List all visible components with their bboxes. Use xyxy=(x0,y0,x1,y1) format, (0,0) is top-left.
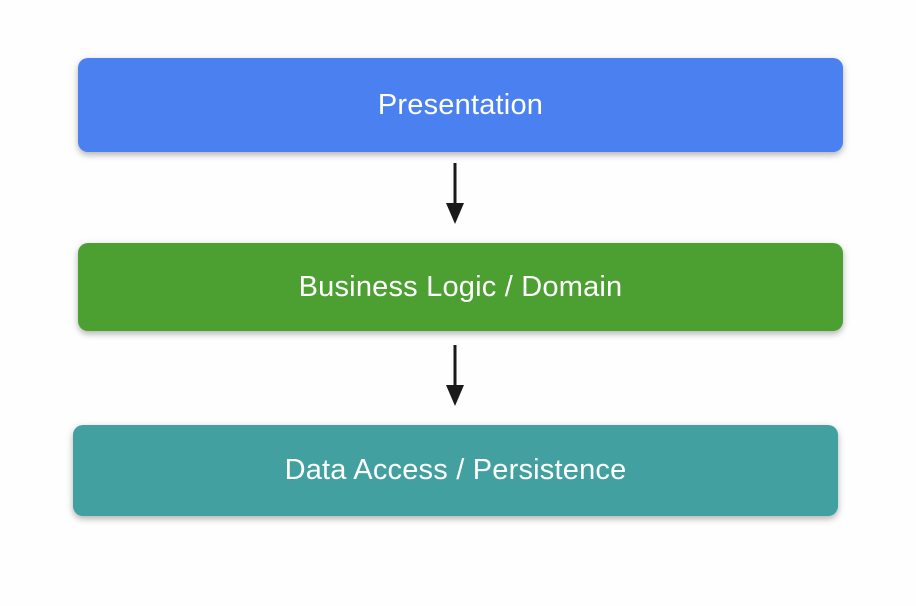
layer-box-presentation[interactable]: Presentation xyxy=(78,58,843,152)
arrow-business-to-data xyxy=(437,345,473,407)
down-arrow-icon xyxy=(446,163,464,224)
down-arrow-icon xyxy=(446,345,464,406)
layer-label-business-logic: Business Logic / Domain xyxy=(298,270,623,303)
layer-label-presentation: Presentation xyxy=(377,88,544,121)
layer-box-data-access[interactable]: Data Access / Persistence xyxy=(73,425,838,516)
layer-label-data-access: Data Access / Persistence xyxy=(284,454,627,486)
layer-box-business-logic[interactable]: Business Logic / Domain xyxy=(78,243,843,331)
arrow-presentation-to-business xyxy=(437,163,473,225)
